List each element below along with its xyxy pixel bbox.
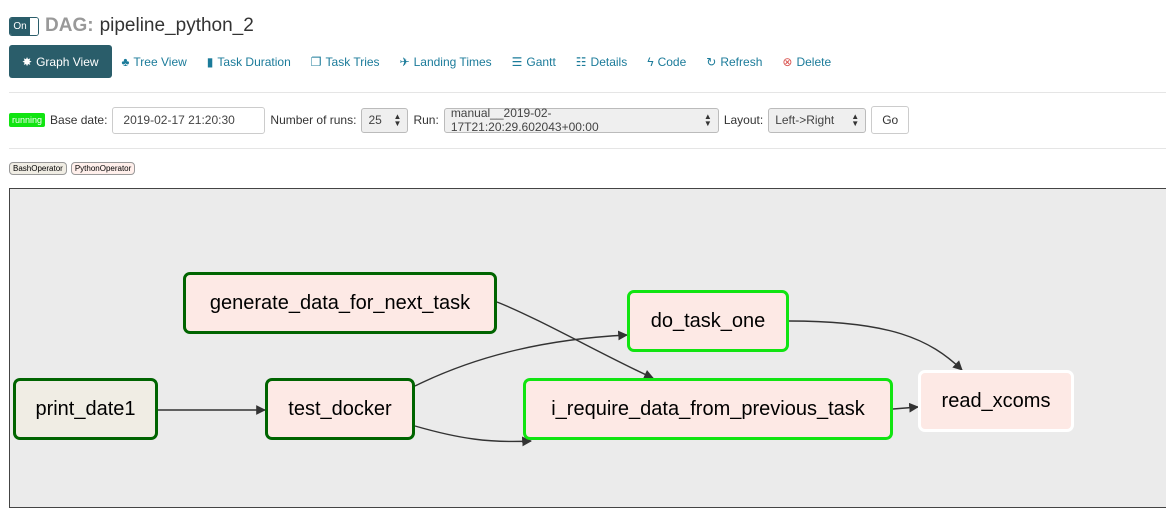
bar-chart-icon: ▮ [206, 54, 214, 69]
task-node-generate-data-for-next-task[interactable]: generate_data_for_next_task [183, 272, 497, 334]
tab-label: Delete [796, 54, 832, 69]
operator-chip[interactable]: PythonOperator [70, 162, 136, 175]
base-date-input[interactable]: 2019-02-17 21:20:30 [112, 106, 266, 134]
tab-label: Gantt [526, 54, 556, 69]
operator-chip[interactable]: BashOperator [9, 162, 67, 175]
divider [9, 148, 1166, 149]
task-label: test_docker [288, 397, 392, 420]
tab-label: Tree View [133, 54, 187, 69]
remove-circle-icon: ⊗ [782, 54, 793, 69]
edge-i-require-data-from-previous-task-to-read-xcoms [892, 402, 919, 413]
tree-icon: ♣ [121, 54, 130, 69]
tab-task-tries[interactable]: ❐Task Tries [301, 45, 390, 78]
align-left-icon: ☰ [511, 54, 523, 69]
num-runs-value: 25 [368, 113, 382, 127]
layout-select[interactable]: Left->Right ▲▼ [768, 107, 867, 133]
divider [9, 92, 1166, 93]
task-node-print-date1[interactable]: print_date1 [13, 378, 158, 440]
tab-landing-times[interactable]: ✈Landing Times [390, 45, 502, 78]
task-label: generate_data_for_next_task [209, 291, 471, 314]
tab-tree-view[interactable]: ♣Tree View [112, 45, 197, 78]
edge-do-task-one-to-read-xcoms [788, 320, 963, 371]
base-date-label: Base date: [50, 113, 108, 127]
tab-label: Code [657, 54, 687, 69]
task-node-do-task-one[interactable]: do_task_one [627, 290, 789, 352]
select-arrows-icon: ▲▼ [851, 112, 860, 128]
tab-graph-view[interactable]: ✸Graph View [9, 45, 112, 78]
duplicate-icon: ❐ [310, 54, 322, 69]
gear-icon: ✸ [22, 54, 33, 69]
edge-test-docker-to-do-task-one [414, 330, 628, 387]
run-value: manual__2019-02-17T21:20:29.602043+00:00 [450, 106, 599, 134]
toggle-label: On [10, 17, 30, 35]
dag-title-row: On DAG: pipeline_python_2 [9, 12, 254, 40]
tab-refresh[interactable]: ↻Refresh [696, 45, 772, 78]
refresh-icon: ↻ [706, 54, 717, 69]
list-icon: ☷ [575, 54, 587, 69]
go-button[interactable]: Go [871, 106, 910, 134]
dag-id: pipeline_python_2 [99, 15, 254, 36]
tab-label: Graph View [36, 54, 99, 69]
tab-label: Landing Times [413, 54, 492, 69]
tab-delete[interactable]: ⊗Delete [772, 45, 841, 78]
tab-gantt[interactable]: ☰Gantt [502, 45, 566, 78]
tab-label: Task Tries [325, 54, 380, 69]
graph-edges [158, 301, 963, 447]
tab-label: Details [590, 54, 628, 69]
task-label: print_date1 [35, 397, 136, 420]
task-node-read-xcoms[interactable]: read_xcoms [918, 370, 1074, 432]
task-label: read_xcoms [941, 389, 1051, 412]
task-node-i-require-data-from-previous-task[interactable]: i_require_data_from_previous_task [523, 378, 893, 440]
task-label: do_task_one [650, 309, 766, 332]
flash-icon: ϟ [647, 54, 654, 69]
plane-icon: ✈ [399, 54, 410, 69]
status-badge: running [9, 113, 46, 127]
run-select[interactable]: manual__2019-02-17T21:20:29.602043+00:00… [443, 106, 719, 134]
layout-value: Left->Right [775, 113, 835, 127]
select-arrows-icon: ▲▼ [703, 112, 712, 128]
run-filter-form: running Base date: 2019-02-17 21:20:30 N… [9, 106, 910, 134]
edge-test-docker-to-i-require-data-from-previous-task [414, 425, 532, 447]
dag-nav: ✸Graph View♣Tree View▮Task Duration❐Task… [9, 45, 841, 78]
num-runs-select[interactable]: 25 ▲▼ [361, 107, 409, 133]
dag-pause-toggle[interactable]: On [9, 16, 39, 36]
toggle-knob [30, 17, 38, 35]
dag-prefix: DAG: [45, 15, 94, 36]
task-label: i_require_data_from_previous_task [551, 397, 865, 420]
select-arrows-icon: ▲▼ [393, 112, 402, 128]
tab-details[interactable]: ☷Details [566, 45, 637, 78]
tab-label: Refresh [720, 54, 763, 69]
tab-task-duration[interactable]: ▮Task Duration [197, 45, 301, 78]
task-node-test-docker[interactable]: test_docker [265, 378, 415, 440]
layout-label: Layout: [723, 113, 764, 127]
num-runs-label: Number of runs: [270, 113, 357, 127]
edge-generate-data-for-next-task-to-i-require-data-from-previous-task [496, 301, 654, 379]
run-label: Run: [413, 113, 439, 127]
tab-label: Task Duration [217, 54, 291, 69]
